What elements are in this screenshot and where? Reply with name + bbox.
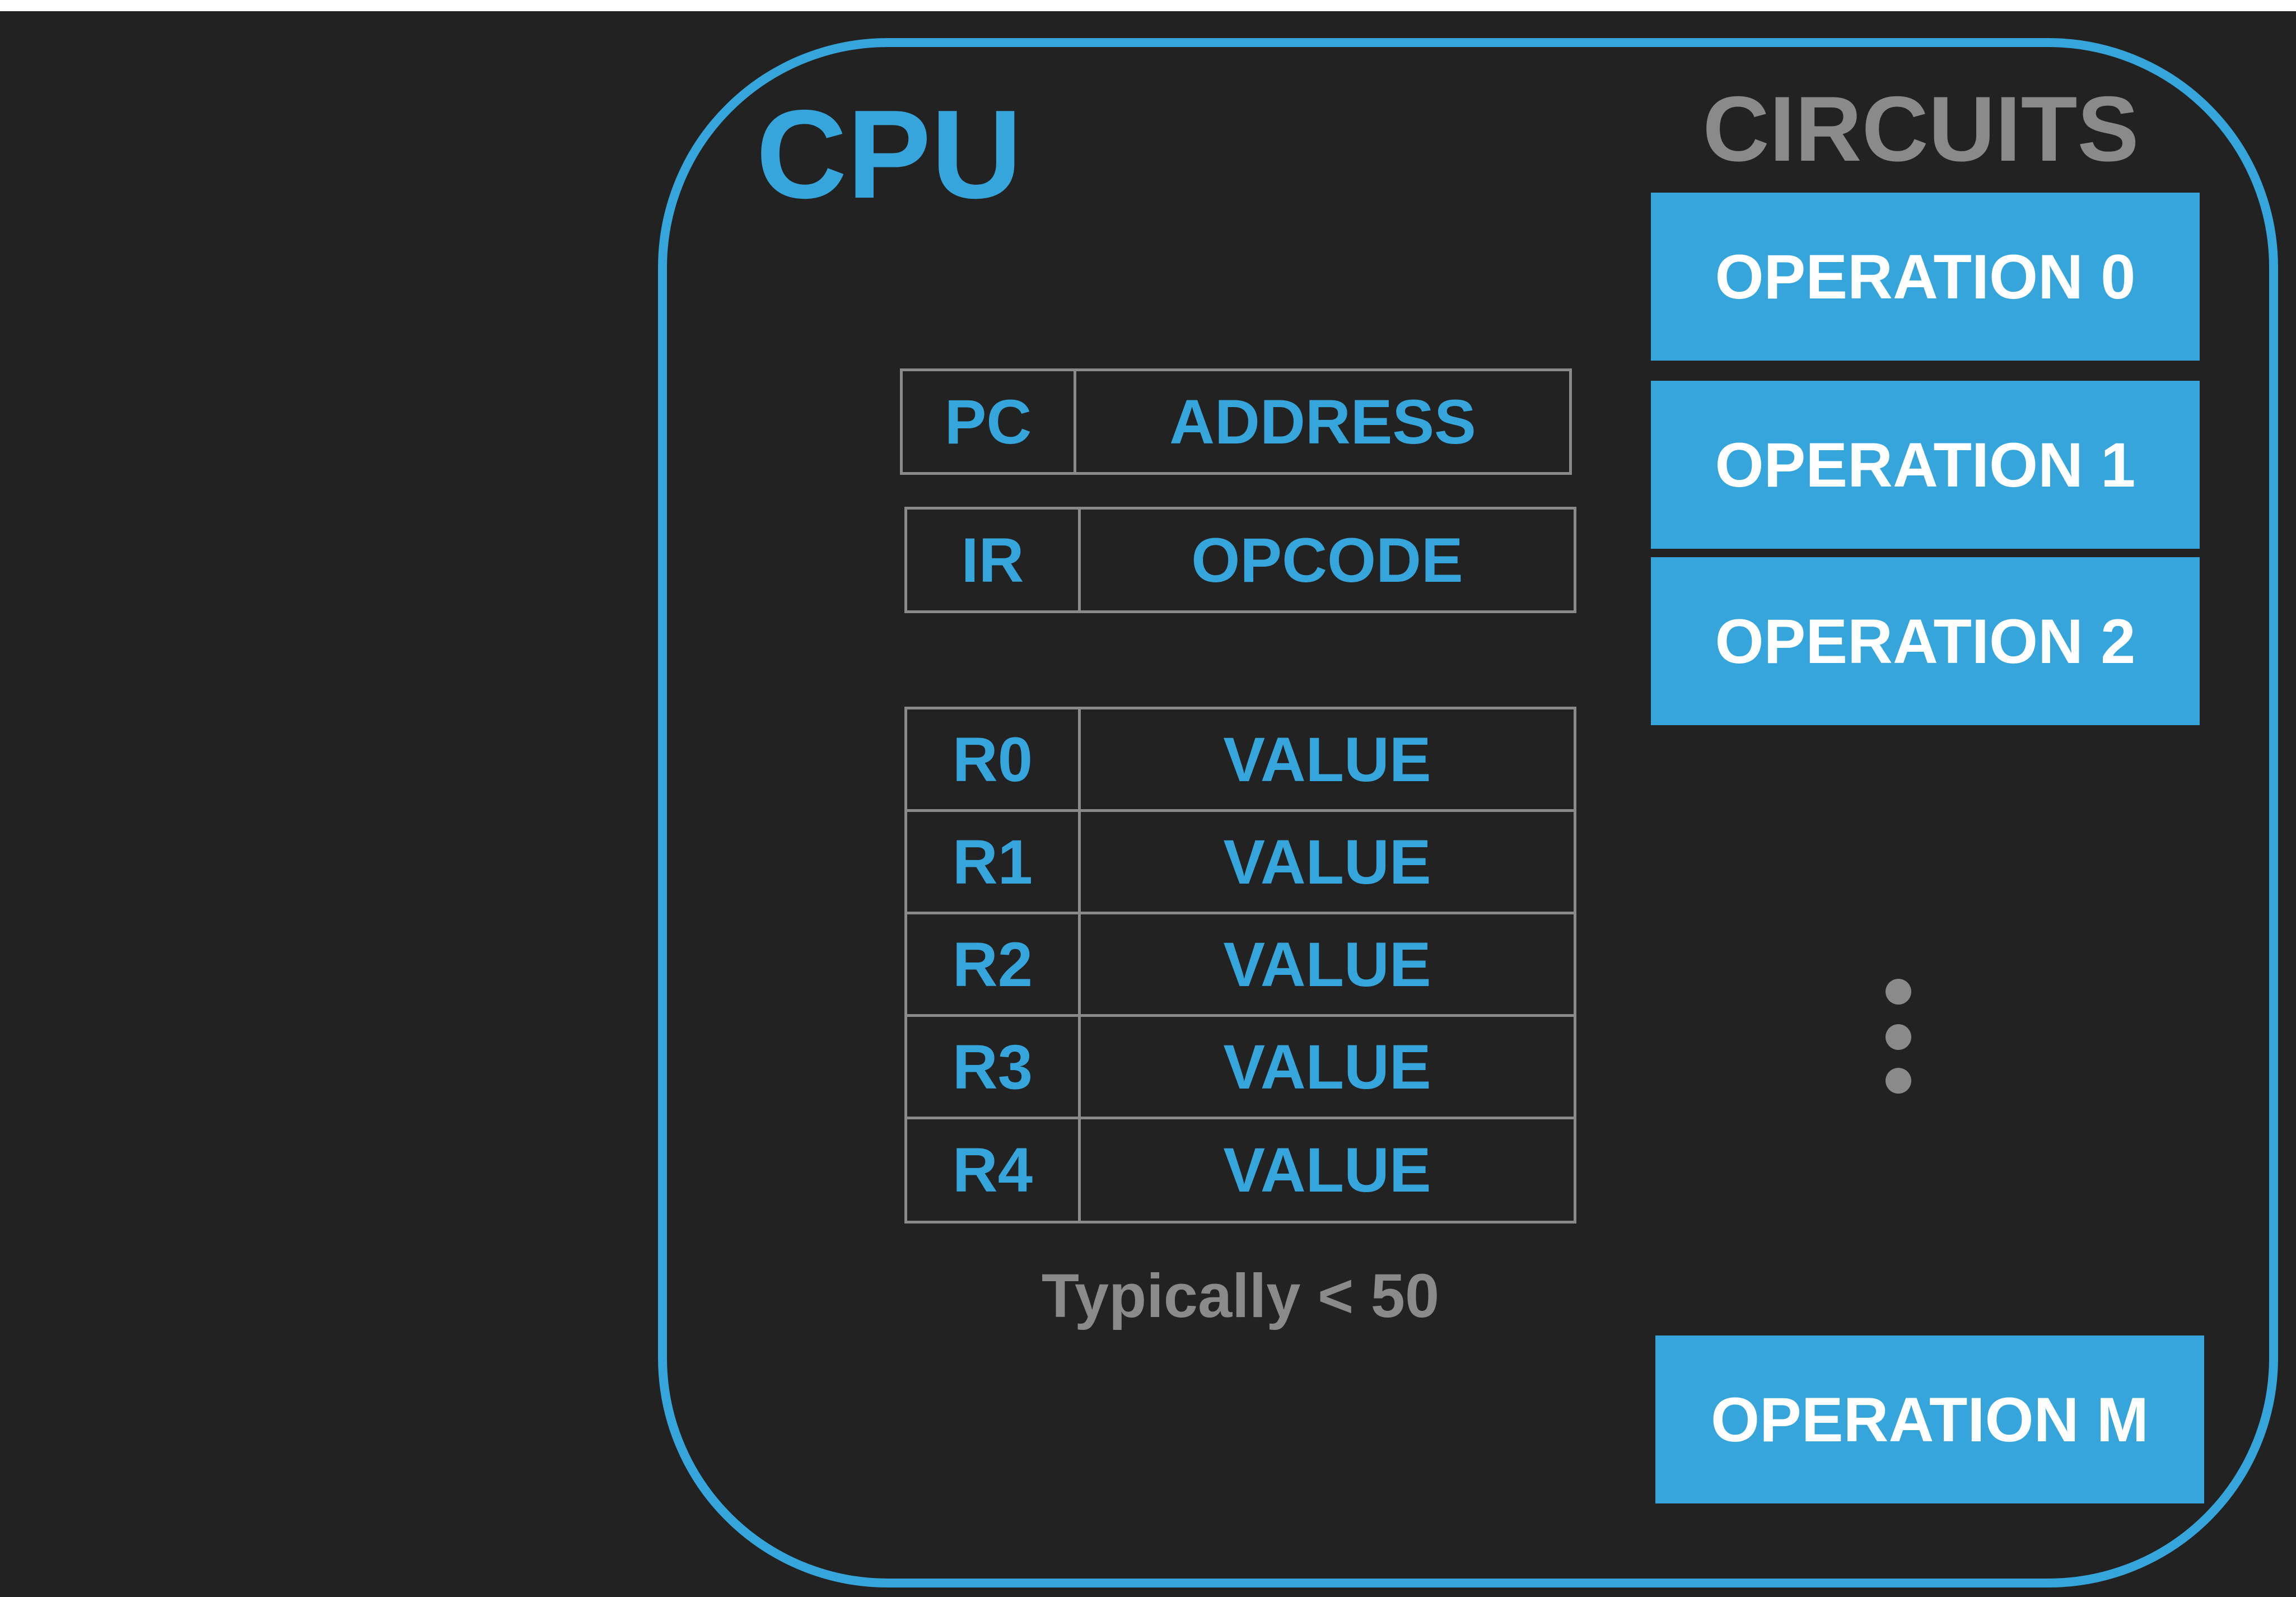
register-count-note: Typically < 50 xyxy=(1041,1262,1440,1330)
cpu-title: CPU xyxy=(756,83,1023,225)
circuits-title: CIRCUITS xyxy=(1702,77,2139,180)
register-value: VALUE xyxy=(1223,826,1431,897)
register-name: R4 xyxy=(907,1119,1081,1221)
ir-register-value: OPCODE xyxy=(1191,525,1463,595)
general-register-table: R0 VALUE R1 VALUE R2 VALUE R3 VALUE R4 V… xyxy=(904,707,1576,1224)
operation-2-button[interactable]: OPERATION 2 xyxy=(1651,557,2200,725)
register-name: R0 xyxy=(907,709,1081,809)
pc-register-value: ADDRESS xyxy=(1169,386,1476,457)
pc-register: PC ADDRESS xyxy=(900,368,1572,475)
register-row-r0: R0 VALUE xyxy=(907,709,1574,812)
register-name: R1 xyxy=(907,812,1081,912)
ir-register: IR OPCODE xyxy=(904,507,1576,613)
ellipsis-dot xyxy=(1886,1024,1911,1050)
ellipsis-dot xyxy=(1886,1068,1911,1094)
register-row-r1: R1 VALUE xyxy=(907,812,1574,914)
cpu-container xyxy=(658,38,2278,1587)
register-row-r3: R3 VALUE xyxy=(907,1017,1574,1119)
operation-0-button[interactable]: OPERATION 0 xyxy=(1651,193,2200,361)
register-row-r4: R4 VALUE xyxy=(907,1119,1574,1221)
operation-m-button[interactable]: OPERATION M xyxy=(1655,1335,2204,1503)
register-row-r2: R2 VALUE xyxy=(907,914,1574,1017)
register-value: VALUE xyxy=(1223,1031,1431,1102)
ellipsis-dot xyxy=(1886,979,1911,1005)
operation-1-button[interactable]: OPERATION 1 xyxy=(1651,381,2200,549)
register-value: VALUE xyxy=(1223,929,1431,1000)
register-value: VALUE xyxy=(1223,1135,1431,1205)
register-name: R3 xyxy=(907,1017,1081,1117)
ir-register-name: IR xyxy=(907,510,1081,610)
pc-register-name: PC xyxy=(903,371,1076,472)
register-value: VALUE xyxy=(1223,724,1431,795)
register-name: R2 xyxy=(907,914,1081,1014)
top-strip xyxy=(0,0,2296,11)
